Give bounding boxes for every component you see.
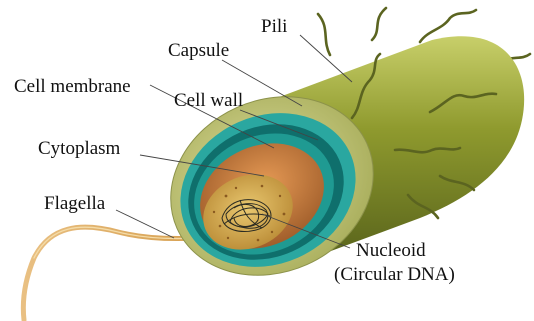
label-nucleoid-subtitle: (Circular DNA) (334, 264, 455, 285)
label-cytoplasm: Cytoplasm (38, 138, 121, 159)
label-flagella: Flagella (44, 193, 106, 214)
label-cell-wall: Cell wall (174, 90, 243, 111)
label-capsule: Capsule (168, 40, 229, 61)
label-pili: Pili (261, 16, 287, 37)
label-nucleoid: Nucleoid (356, 240, 426, 261)
label-cell-membrane: Cell membrane (14, 76, 131, 97)
